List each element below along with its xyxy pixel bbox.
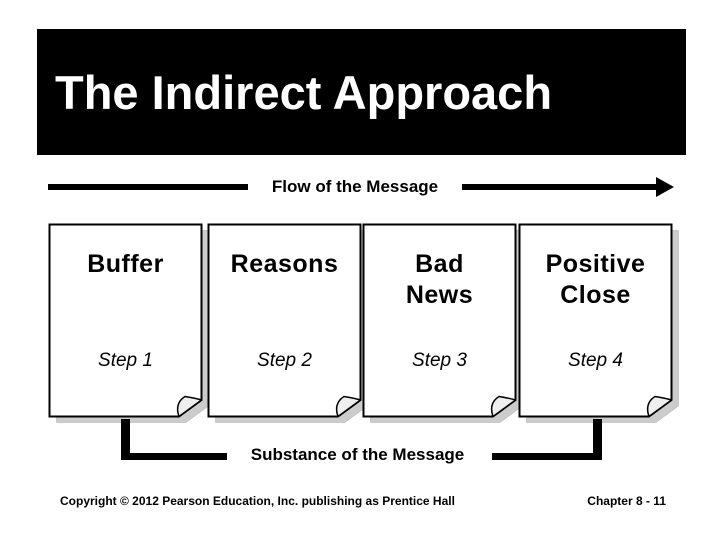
flow-divider-line-left: [48, 184, 248, 190]
substance-bracket-left-vertical: [121, 419, 130, 460]
card-title-line: Close: [560, 281, 631, 309]
folded-page-icon: [518, 223, 679, 423]
arrow-right-icon: [656, 177, 674, 197]
card-bad-news: Bad News Step 3: [362, 223, 530, 429]
card-buffer: Buffer Step 1: [48, 223, 216, 429]
folded-page-icon: [48, 223, 209, 423]
card-step-label: Step 2: [257, 350, 312, 371]
card-title: Positive Close: [518, 249, 673, 311]
flow-divider-line-right: [462, 184, 658, 190]
card-title-line: Buffer: [87, 250, 164, 278]
slide-title: The Indirect Approach: [55, 65, 553, 119]
card-positive-close: Positive Close Step 4: [518, 223, 686, 429]
card-title-line: Positive: [545, 250, 646, 278]
card-step-label: Step 3: [412, 350, 467, 371]
card-step-label: Step 4: [568, 350, 623, 371]
substance-bracket-right-horizontal: [492, 453, 602, 460]
card-title-line: News: [405, 281, 474, 309]
folded-page-icon: [207, 223, 368, 423]
title-banner: The Indirect Approach: [37, 29, 686, 155]
substance-bracket-left-horizontal: [121, 453, 227, 460]
card-reasons: Reasons Step 2: [207, 223, 375, 429]
substance-bracket-right-vertical: [593, 419, 602, 460]
card-title: Bad News: [362, 249, 517, 311]
substance-label: Substance of the Message: [250, 445, 465, 464]
card-title: Reasons: [207, 249, 362, 280]
card-step-label: Step 1: [98, 350, 153, 371]
card-title-line: Bad: [415, 250, 464, 278]
card-title-line: Reasons: [230, 250, 339, 278]
chapter-page-label: Chapter 8 - 11: [587, 494, 666, 508]
folded-page-icon: [362, 223, 523, 423]
flow-label: Flow of the Message: [271, 177, 439, 196]
card-title: Buffer: [48, 249, 203, 280]
copyright-text: Copyright © 2012 Pearson Education, Inc.…: [60, 494, 455, 508]
